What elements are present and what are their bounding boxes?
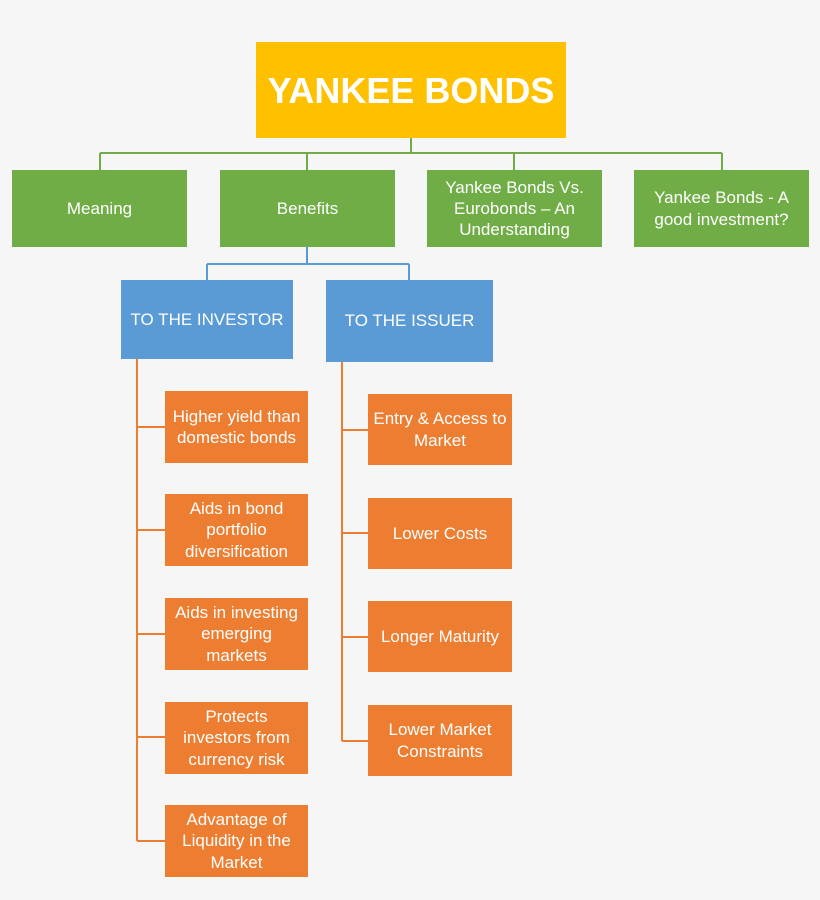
node-benefits: Benefits xyxy=(220,170,395,247)
node-yankee-vs-eurobonds: Yankee Bonds Vs. Eurobonds – An Understa… xyxy=(427,170,602,247)
node-to-the-investor: TO THE INVESTOR xyxy=(121,280,293,359)
issuer-benefit-lower-costs: Lower Costs xyxy=(368,498,512,569)
root-node-title: YANKEE BONDS xyxy=(256,42,566,138)
node-good-investment: Yankee Bonds - A good investment? xyxy=(634,170,809,247)
issuer-benefit-longer-maturity: Longer Maturity xyxy=(368,601,512,672)
investor-benefit-diversification: Aids in bond portfolio diversification xyxy=(165,494,308,566)
investor-benefit-emerging-markets: Aids in investing emerging markets xyxy=(165,598,308,670)
node-to-the-issuer: TO THE ISSUER xyxy=(326,280,493,362)
issuer-benefit-lower-constraints: Lower Market Constraints xyxy=(368,705,512,776)
node-meaning: Meaning xyxy=(12,170,187,247)
issuer-benefit-entry-access: Entry & Access to Market xyxy=(368,394,512,465)
investor-benefit-liquidity: Advantage of Liquidity in the Market xyxy=(165,805,308,877)
investor-benefit-higher-yield: Higher yield than domestic bonds xyxy=(165,391,308,463)
investor-benefit-currency-risk: Protects investors from currency risk xyxy=(165,702,308,774)
